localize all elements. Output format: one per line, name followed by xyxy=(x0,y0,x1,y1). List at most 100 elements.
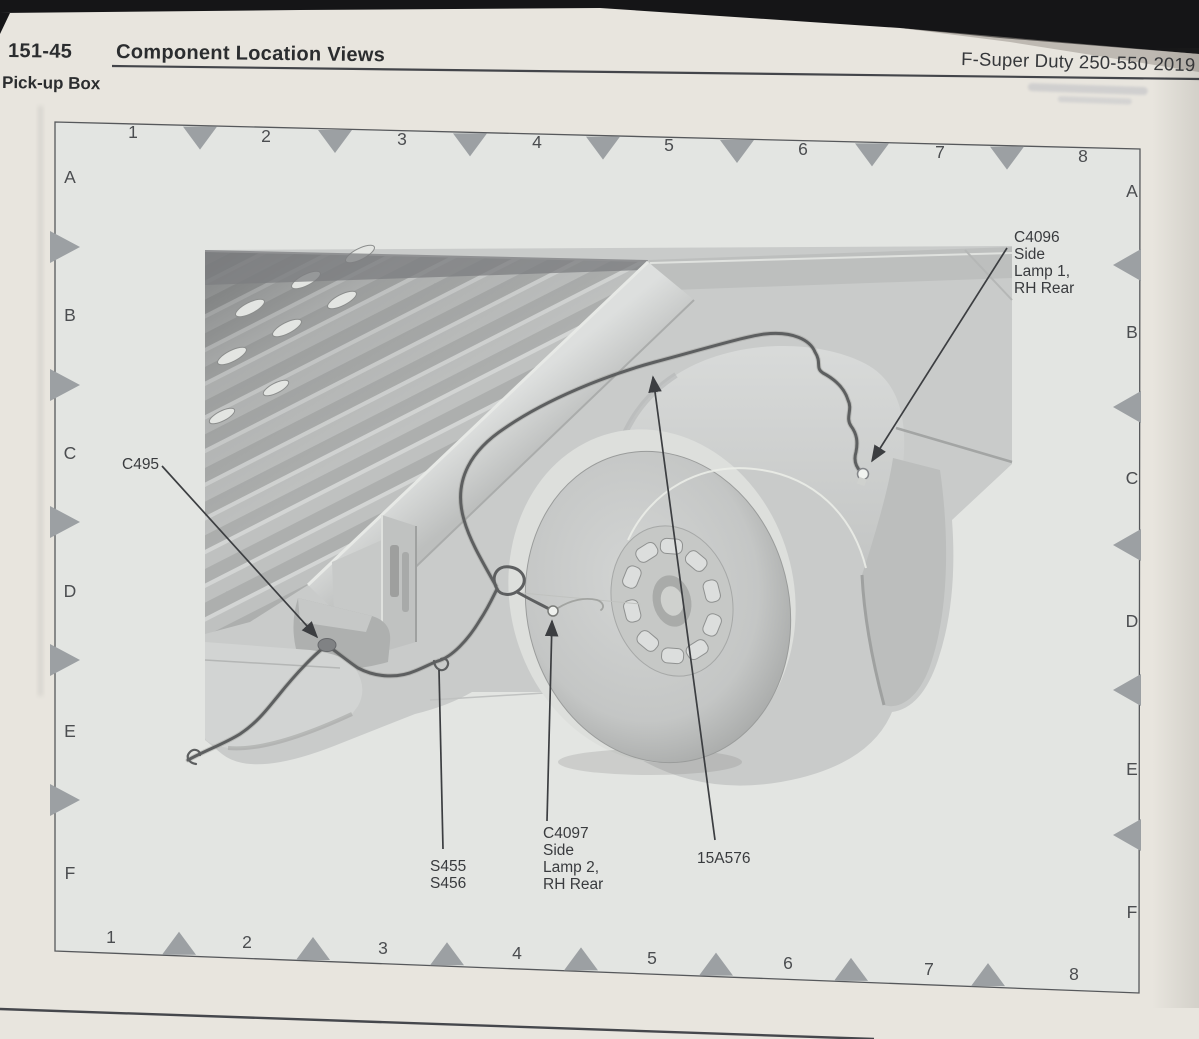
grid-col-label-bottom-3: 3 xyxy=(378,938,388,958)
harness-over-arch-run xyxy=(459,331,863,588)
svg-text:Lamp 1,: Lamp 1, xyxy=(1014,263,1070,280)
grid-triangle-top xyxy=(318,129,352,153)
grid-row-label-right-E: E xyxy=(1126,759,1138,779)
grid-triangle-top xyxy=(990,146,1024,170)
leader-15A576 xyxy=(648,375,716,841)
grid-triangle-bottom xyxy=(834,957,868,981)
grid-col-label-bottom-8: 8 xyxy=(1069,964,1079,984)
splice-hook-S455-S456 xyxy=(432,657,450,672)
grid-triangle-left xyxy=(50,644,80,676)
callout-labels: C495 C4096 Side Lamp 1, RH Rear S455 S45… xyxy=(122,229,1074,893)
grid-col-label-bottom-7: 7 xyxy=(924,959,934,979)
leader-C4096 xyxy=(871,247,1008,463)
grid-triangle-left xyxy=(50,506,80,538)
leader-S455-S456 xyxy=(438,669,444,850)
bed-front-shadow-band xyxy=(205,250,648,285)
grid-triangle-top xyxy=(855,143,889,167)
svg-text:C4096: C4096 xyxy=(1014,229,1060,246)
grid-triangle-bottom xyxy=(564,947,598,971)
grid-triangle-bottom xyxy=(162,931,196,955)
grid-row-label-left-E: E xyxy=(64,721,76,741)
grid-row-label-right-D: D xyxy=(1126,611,1139,631)
harness-15A576 xyxy=(185,330,864,766)
connector-pigtail xyxy=(557,597,604,611)
bed-side-top-highlight xyxy=(649,252,1013,264)
grid-col-label-top-4: 4 xyxy=(532,132,542,152)
bed-side-top-band xyxy=(648,247,1012,290)
grid-triangle-top xyxy=(586,136,620,160)
grid-col-label-top-8: 8 xyxy=(1078,146,1088,166)
svg-text:C4097: C4097 xyxy=(543,825,589,842)
grid-row-label-left-B: B xyxy=(64,305,76,325)
grid-triangle-bottom xyxy=(971,963,1005,987)
svg-text:S456: S456 xyxy=(430,875,466,892)
harness-service-loop xyxy=(492,565,526,596)
grid-row-label-left-F: F xyxy=(65,863,76,883)
wheel-lug xyxy=(685,639,709,661)
wheel-lug xyxy=(635,541,659,563)
svg-text:Side: Side xyxy=(1014,246,1045,263)
grid-triangle-left xyxy=(50,369,80,401)
grid-row-label-left-C: C xyxy=(64,443,77,463)
grid-row-label-right-C: C xyxy=(1126,468,1139,488)
lower-sill xyxy=(204,642,363,751)
hub-bore-inner xyxy=(660,586,684,616)
grid-triangle-left xyxy=(50,784,80,816)
callout-S455-S456-label: S455 S456 xyxy=(430,858,466,892)
grid-col-label-top-7: 7 xyxy=(935,142,945,162)
rear-wheelwell-wall xyxy=(860,458,947,707)
grid-triangle-right xyxy=(1113,249,1141,281)
grid-col-label-top-6: 6 xyxy=(798,139,808,159)
grid-triangle-right xyxy=(1113,391,1141,423)
page-title: Component Location Views xyxy=(116,41,385,66)
connector-C495 xyxy=(317,638,337,652)
svg-text:RH Rear: RH Rear xyxy=(1014,280,1074,297)
svg-text:S455: S455 xyxy=(430,858,466,875)
grid-triangle-bottom xyxy=(296,936,330,960)
grid-triangle-right xyxy=(1113,819,1141,851)
grid-col-label-top-1: 1 xyxy=(128,122,138,142)
grid-triangle-top xyxy=(183,126,217,150)
wheel-lug xyxy=(636,630,660,652)
grid-col-label-bottom-5: 5 xyxy=(647,948,657,968)
grid-col-label-top-2: 2 xyxy=(261,126,271,146)
figure-truck-bed-illustration xyxy=(185,244,1013,786)
leader-C495 xyxy=(161,465,319,639)
page-edge-shading xyxy=(1152,48,1199,1008)
grid-triangle-top xyxy=(453,133,487,157)
grid-triangle-top xyxy=(720,139,754,163)
wheel-lug xyxy=(659,537,684,555)
harness-lower-run xyxy=(186,587,499,762)
svg-text:RH Rear: RH Rear xyxy=(543,876,603,893)
grid-col-label-top-3: 3 xyxy=(397,129,407,149)
photo-background-band xyxy=(0,0,1199,72)
wheel-lug xyxy=(660,647,685,665)
grid-col-label-bottom-1: 1 xyxy=(106,927,116,947)
callout-C495-label: C495 xyxy=(122,456,159,473)
wheel-lug xyxy=(623,599,642,623)
grid-triangle-right xyxy=(1113,674,1141,706)
page-number: 151-45 xyxy=(8,40,72,63)
svg-text:Side: Side xyxy=(543,842,574,859)
grid-col-label-bottom-4: 4 xyxy=(512,943,522,963)
stake-pocket-column xyxy=(381,515,417,652)
grid-row-label-right-F: F xyxy=(1127,902,1138,922)
arch-lip-highlight xyxy=(627,467,867,569)
grid-triangle-bottom xyxy=(699,952,733,976)
bed-floor xyxy=(205,244,648,634)
footer-rule xyxy=(0,1007,875,1039)
grid-col-label-bottom-6: 6 xyxy=(783,953,793,973)
ink-bleedthrough-smudge xyxy=(1027,83,1148,105)
rocker-seam xyxy=(429,691,561,701)
connector-C4097-side-lamp-2 xyxy=(547,605,559,617)
svg-text:Lamp 2,: Lamp 2, xyxy=(543,859,599,876)
grid-row-label-right-A: A xyxy=(1126,181,1138,201)
grid-row-label-right-B: B xyxy=(1126,322,1138,342)
tail-corner-seam xyxy=(964,249,1013,301)
grid-row-label-left-D: D xyxy=(64,581,77,601)
callout-C4097-label: C4097 Side Lamp 2, RH Rear xyxy=(543,825,603,893)
rear-wheel xyxy=(508,429,867,775)
